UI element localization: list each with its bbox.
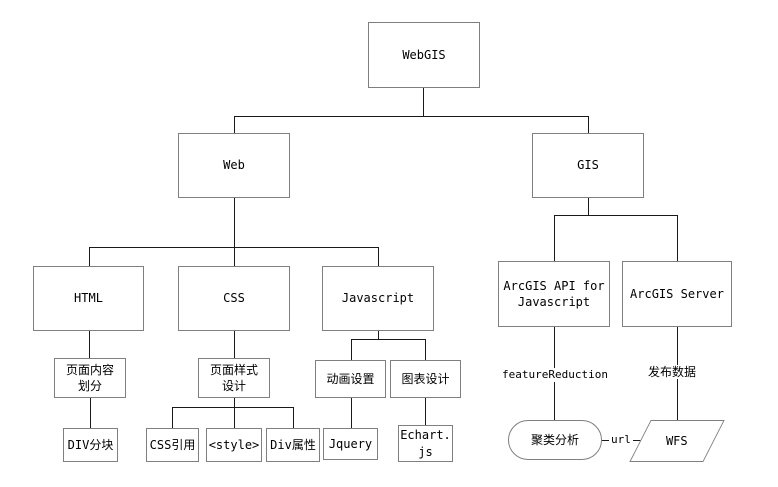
connector-gis-up <box>588 117 589 133</box>
connector-js-down <box>378 331 379 339</box>
node-chart-design: 图表设计 <box>390 360 461 398</box>
node-arcgis-server: ArcGIS Server <box>622 261 732 327</box>
connector-arcgisapi-up <box>554 216 555 261</box>
node-jquery: Jquery <box>323 428 378 460</box>
node-html: HTML <box>33 266 144 331</box>
node-page-style-design: 页面样式 设计 <box>198 358 270 398</box>
connector-web-down <box>234 198 235 248</box>
connector-css-children-hbar <box>172 407 294 408</box>
node-page-content-division: 页面内容 划分 <box>54 358 126 398</box>
connector-pagecontent-down <box>90 398 91 428</box>
node-div-block: DIV分块 <box>63 428 118 462</box>
connector-cssref-up <box>172 408 173 428</box>
edge-label-feature-reduction: featureReduction <box>500 368 610 382</box>
connector-web-up <box>234 117 235 133</box>
node-animation-settings: 动画设置 <box>315 360 386 398</box>
connector-animation-up <box>351 340 352 360</box>
node-javascript: Javascript <box>322 266 434 331</box>
edge-label-publish-data: 发布数据 <box>646 365 699 379</box>
node-style-tag: <style> <box>206 428 262 462</box>
connector-animation-down <box>351 398 352 428</box>
connector-webgis-down <box>423 88 424 117</box>
edge-label-url: url <box>609 433 633 447</box>
connector-arcgisserver-up <box>677 216 678 261</box>
connector-js-children-hbar <box>351 339 426 340</box>
node-web: Web <box>178 133 290 198</box>
node-arcgis-api: ArcGIS API for Javascript <box>498 261 610 327</box>
node-div-attribute: Div属性 <box>266 428 320 462</box>
node-echartjs: Echart. js <box>398 425 453 462</box>
connector-html-down <box>89 331 90 358</box>
connector-chartdesign-down <box>425 398 426 425</box>
connector-web-children-hbar <box>89 247 379 248</box>
node-css: CSS <box>178 266 290 331</box>
connector-pagestyle-down <box>234 398 235 407</box>
connector-html-up <box>89 248 90 266</box>
connector-gis-down <box>588 198 589 215</box>
node-css-reference: CSS引用 <box>146 428 199 462</box>
connector-css-up <box>234 248 235 266</box>
node-webgis: WebGIS <box>368 22 480 88</box>
connector-level1-hbar <box>234 116 589 117</box>
node-gis: GIS <box>532 133 644 198</box>
connector-divattr-up <box>293 408 294 428</box>
connector-css-down <box>234 331 235 358</box>
connector-gis-children-hbar <box>554 215 678 216</box>
connector-js-up <box>378 248 379 266</box>
node-wfs: WFS <box>629 420 725 462</box>
connector-styletag-up <box>234 408 235 428</box>
node-wfs-label: WFS <box>666 433 688 448</box>
node-cluster-analysis: 聚类分析 <box>508 420 602 460</box>
connector-chartdesign-up <box>425 340 426 360</box>
